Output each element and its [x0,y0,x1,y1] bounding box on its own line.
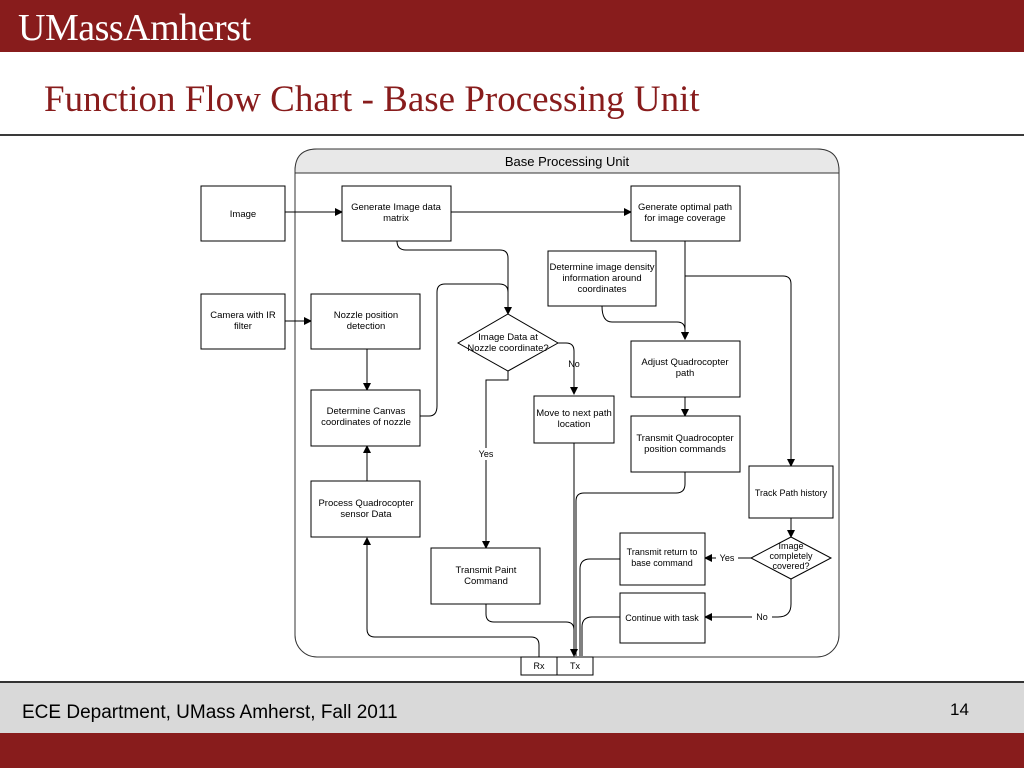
label-track-history: Track Path history [755,488,828,498]
edge-rx-sensor [363,537,540,657]
edge-continue-tx [581,616,620,656]
umass-logo: UMassAmherst [18,7,251,49]
edge-genpath-track [685,275,795,467]
node-move-next-box [533,395,615,444]
edge-label-no-2: No [756,612,768,622]
edge-return-tx [579,558,620,656]
footer-text: ECE Department, UMass Amherst, Fall 2011 [22,702,398,723]
title-divider [0,134,1024,136]
page-number: 14 [950,700,969,719]
label-image: Image [230,209,256,220]
edge-decision-move [558,342,578,395]
label-tx: Tx [570,661,580,671]
edge-transmitpos-tx [575,472,686,656]
node-decision-covered-diamond [749,536,833,580]
edge-label-no-1: No [568,359,580,369]
node-nozzle-detect-box [310,293,421,350]
node-gen-matrix-box [341,185,452,242]
edge-genmatrix-decision [396,240,512,315]
node-gen-path-box [630,185,741,242]
container-label: Base Processing Unit [505,154,630,169]
edge-paint-tx [485,604,575,656]
node-image-box [200,185,286,242]
node-tx-box [556,656,594,676]
footer-divider [0,681,1024,683]
node-transmit-return-box [619,532,706,586]
node-density-box [547,250,657,307]
node-canvas-coords-box [310,389,421,447]
edge-label-yes-2: Yes [720,553,735,563]
container-header [294,148,840,174]
node-sensor-data-box [310,480,421,538]
edge-canvas-decision [420,283,509,417]
edge-labels: No Yes Yes No [474,359,772,623]
edge-decision-paint [482,371,509,549]
node-camera-box [200,293,286,350]
node-adjust-path-box [630,340,741,398]
node-transmit-pos-box [630,415,741,473]
bottom-bar [0,733,1024,768]
slide-title: Function Flow Chart - Base Processing Un… [44,79,700,120]
label-rx: Rx [534,661,545,671]
edge-decision-continue [704,579,792,621]
footer-bar: ECE Department, UMass Amherst, Fall 2011… [0,683,1024,733]
node-continue-task-box [619,592,706,644]
node-track-history-box [748,465,834,519]
label-continue-task: Continue with task [625,613,699,623]
node-decision-nozzle-diamond [456,313,560,372]
nodes [200,185,834,676]
connectors [285,208,795,657]
header-bar: UMassAmherst [0,0,1024,52]
node-paint-cmd-box [430,547,541,605]
edge-label-yes-1: Yes [479,449,494,459]
